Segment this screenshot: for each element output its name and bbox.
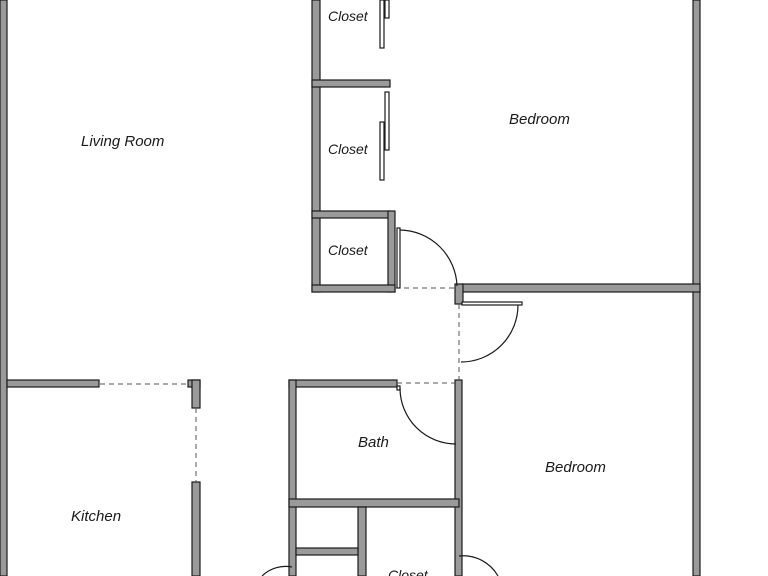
closet-1-sliding-door-b bbox=[384, 0, 390, 19]
closet-1-sliding-door bbox=[379, 0, 385, 49]
door-swings bbox=[261, 227, 523, 576]
kitchen-walls bbox=[6, 379, 201, 576]
closet-2-sliding-door bbox=[379, 121, 385, 181]
closet-2-sliding-door-b bbox=[384, 91, 390, 151]
kitchen-top-wall-left bbox=[6, 379, 100, 388]
bottom-bedroom-door bbox=[460, 301, 523, 363]
bath-label: Bath bbox=[358, 434, 389, 451]
bath-bottom-wall bbox=[288, 498, 460, 508]
closet-4-label: Closet bbox=[388, 567, 429, 576]
top-bedroom-door bbox=[396, 227, 458, 289]
closet-1-label: Closet bbox=[328, 8, 369, 24]
bath-left-wall bbox=[288, 379, 297, 576]
small-closet-divider bbox=[357, 506, 367, 576]
kitchen-right-wall-bottom bbox=[191, 481, 201, 576]
closet-walls bbox=[311, 0, 396, 293]
left-exterior-wall bbox=[0, 0, 8, 576]
lower-bedroom-door bbox=[458, 555, 499, 576]
bedroom-walls bbox=[454, 283, 701, 576]
closet-small-right-wall bbox=[387, 210, 396, 293]
bedroom-bottom-label: Bedroom bbox=[545, 459, 606, 476]
bedroom-left-wall-top bbox=[454, 283, 464, 305]
kitchen-label: Kitchen bbox=[71, 508, 121, 525]
closet-divider-2 bbox=[311, 210, 391, 219]
room-labels: Living Room Bedroom Bedroom Closet Close… bbox=[71, 8, 606, 576]
small-closet-door bbox=[261, 565, 293, 576]
bath-top-wall bbox=[288, 379, 398, 388]
closet-3-label: Closet bbox=[328, 242, 369, 258]
kitchen-right-wall-top bbox=[191, 379, 201, 409]
bedroom-top-label: Bedroom bbox=[509, 111, 570, 128]
doorway-lines bbox=[395, 287, 460, 384]
bedroom-left-wall-bottom bbox=[454, 379, 463, 576]
closet-divider-1 bbox=[311, 79, 391, 88]
closet-bottom-wall bbox=[311, 284, 396, 293]
bath-walls bbox=[288, 379, 460, 576]
closet-2-label: Closet bbox=[328, 141, 369, 157]
closet-column-wall bbox=[311, 0, 321, 293]
bedroom-divider-wall bbox=[461, 283, 701, 293]
small-closet-shelf bbox=[295, 547, 359, 556]
living-room-label: Living Room bbox=[81, 133, 164, 150]
bath-door bbox=[396, 385, 457, 445]
